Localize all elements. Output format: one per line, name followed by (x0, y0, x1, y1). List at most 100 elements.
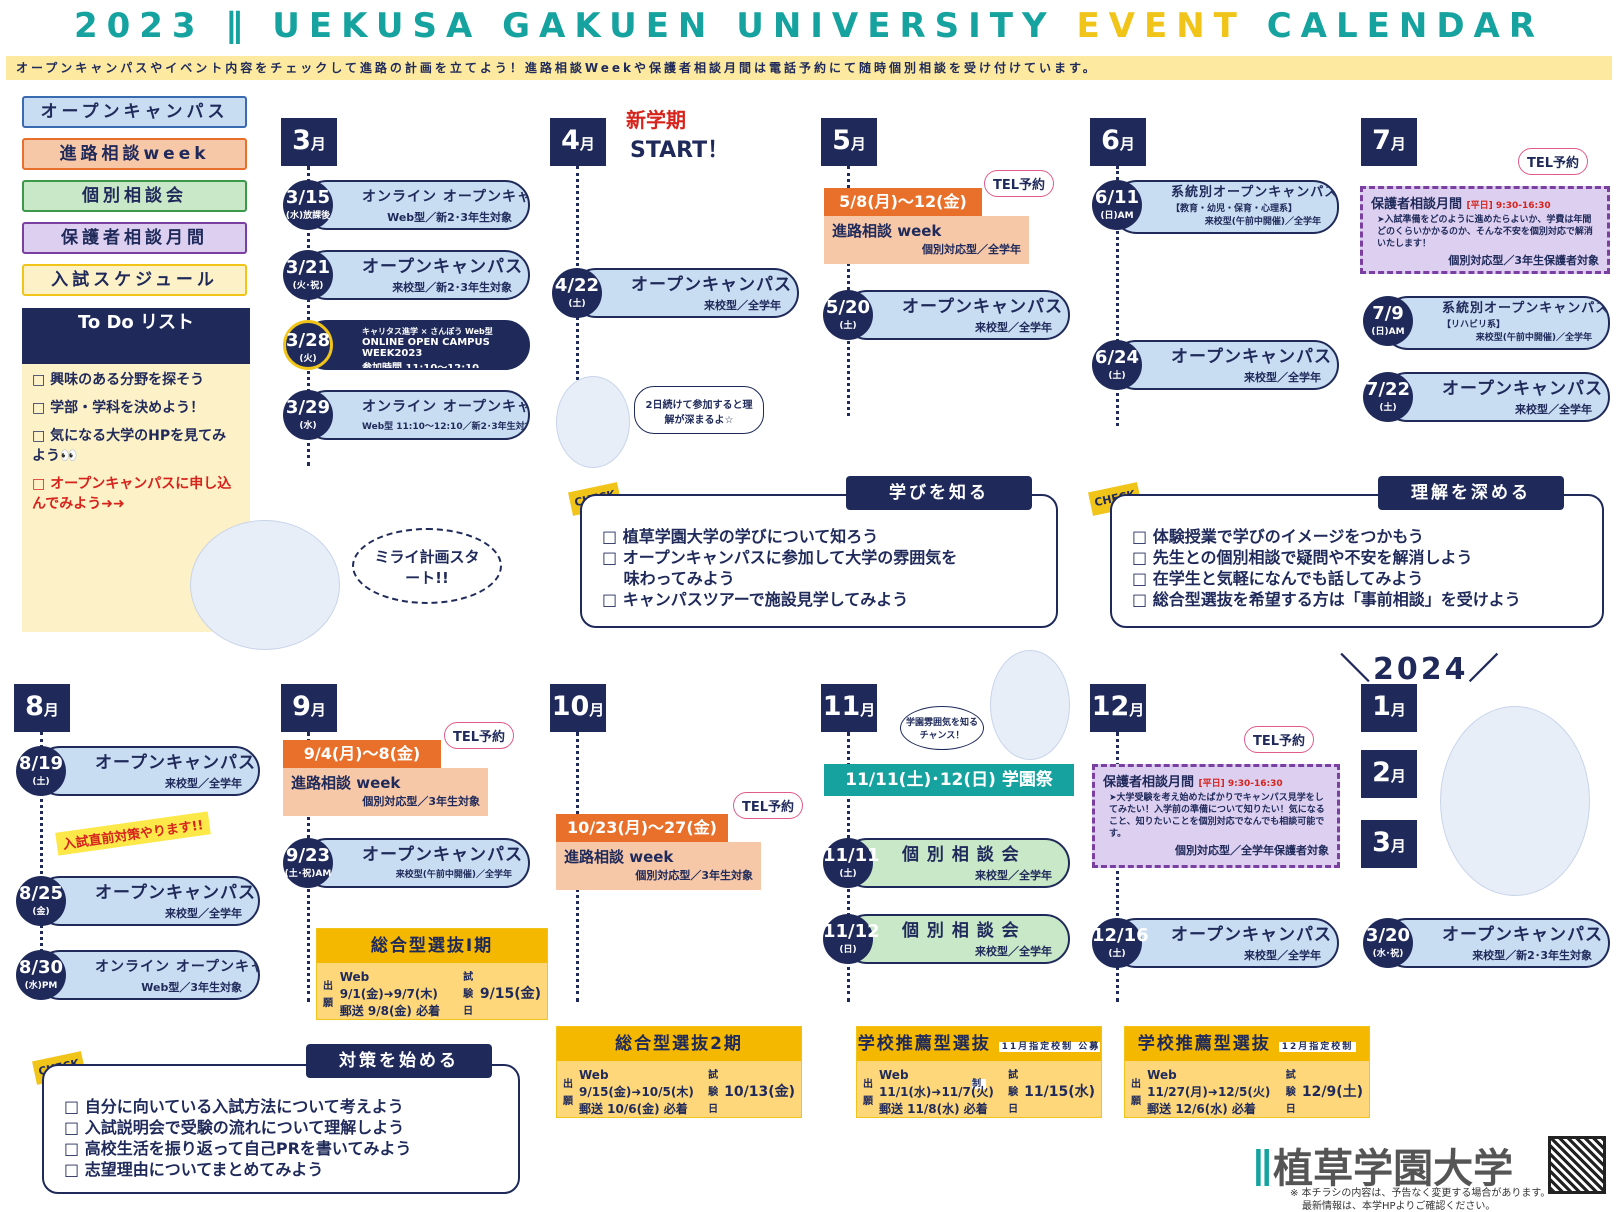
footer-note: 最新情報は、本学HPよりご確認ください。 (1302, 1201, 1496, 1212)
exam-box-ao1: 総合型選抜Ⅰ期 出願 Web 9/1(金)➜9/7(木)郵送 9/8(金) 必着… (316, 928, 548, 1020)
tel-reserve-badge: TEL予約 (984, 170, 1055, 197)
date-badge: 3/28(火) (283, 320, 333, 370)
month-tab-sep: 9月 (281, 684, 337, 732)
month-tab-dec: 12月 (1090, 684, 1146, 732)
todo-item: □ 学部・学科を決めよう！ (32, 400, 205, 416)
event-pill-open-campus: オンライン オープンキャンパスWeb型 11:10〜12:10／新2･3年生対象 (302, 390, 530, 440)
date-badge: 8/19(土) (16, 746, 66, 796)
legend-individual-consult: 個別相談会 (22, 180, 247, 212)
event-pill-individual-consult: 個 別 相 談 会来校型／全学年 (842, 838, 1070, 888)
todo-item-highlight: □ オープンキャンパスに申し込んでみよう➜➜ (32, 476, 232, 512)
event-pill-open-campus: オープンキャンパス来校型／全学年 (1111, 340, 1339, 390)
tel-reserve-badge: TEL予約 (444, 722, 515, 749)
timeline-mar (307, 166, 310, 466)
date-badge: 11/12(日) (823, 914, 880, 964)
parent-consult-box: 保護者相談月間 [平日] 9:30-16:30 ➤大学受験を考え始めたばかりでキ… (1092, 764, 1340, 868)
month-tab-oct: 10月 (550, 684, 606, 732)
title-calendar: CALENDAR (1266, 6, 1545, 46)
date-badge: 9/23(土･祝)AM (283, 838, 333, 888)
check-box-learn: □ 植草学園大学の学びについて知ろう□ オープンキャンパスに参加して大学の雰囲気… (580, 494, 1058, 628)
legend-exam-schedule: 入試スケジュール (22, 264, 247, 296)
qr-code-icon[interactable] (1548, 1136, 1606, 1194)
month-tab-aug: 8月 (14, 684, 70, 732)
month-tab-mar-2024: 3月 (1361, 820, 1417, 868)
career-week-date: 9/4(月)〜8(金) (283, 740, 441, 768)
date-badge: 4/22(土) (552, 268, 602, 318)
career-week-date: 10/23(月)〜27(金) (556, 814, 728, 842)
subtitle-bar: オープンキャンパスやイベント内容をチェックして進路の計画を立てよう！進路相談We… (6, 56, 1612, 80)
title-year: 2023 (73, 6, 205, 46)
legend-open-campus: オープンキャンパス (22, 96, 247, 128)
todo-list: □ 興味のある分野を探そう □ 学部・学科を決めよう！ □ 気になる大学のHPを… (22, 364, 250, 632)
chance-speech-bubble: 学園雰囲気を知るチャンス！ (900, 706, 984, 750)
month-tab-jun: 6月 (1090, 118, 1146, 166)
month-tab-jul: 7月 (1361, 118, 1417, 166)
check-box-understand: □ 体験授業で学びのイメージをつかもう□ 先生との個別相談で疑問や不安を解消しよ… (1110, 494, 1604, 628)
check-box-prepare-title: 対策を始める (306, 1044, 492, 1078)
check-box-prepare: □ 自分に向いている入試方法について考えよう□ 入試説明会で受験の流れについて理… (42, 1064, 520, 1194)
start-label: START！ (630, 138, 730, 163)
parent-consult-box: 保護者相談月間 [平日] 9:30-16:30 ➤入試準備をどのように進めたらよ… (1360, 186, 1610, 274)
date-badge: 3/20(水･祝) (1363, 918, 1413, 968)
month-tab-feb: 2月 (1361, 750, 1417, 798)
check-box-understand-title: 理解を深める (1378, 476, 1564, 510)
page-title: 2023 ∥ UEKUSA GAKUEN UNIVERSITY EVENT CA… (0, 6, 1618, 56)
event-pill-open-campus: オープンキャンパス来校型(午前中開催)／全学年 (302, 838, 530, 888)
event-pill-online-week: キャリタス進学 × さんぽう Web型 ONLINE OPEN CAMPUS W… (302, 320, 530, 370)
tel-reserve-badge: TEL予約 (1518, 148, 1589, 175)
mirai-speech-bubble: ミライ計画スタート!! (352, 528, 502, 604)
new-term-label: 新学期 (626, 108, 686, 132)
month-tab-jan: 1月 (1361, 684, 1417, 732)
timeline-jun (1116, 166, 1119, 426)
month-tab-nov: 11月 (821, 684, 877, 732)
date-badge: 3/15(水)放課後 (283, 180, 333, 230)
university-logo: ∥植草学園大学 (1252, 1145, 1514, 1192)
event-pill-individual-consult: 個 別 相 談 会来校型／全学年 (842, 914, 1070, 964)
footer-note: ※ 本チラシの内容は、予告なく変更する場合があります。 (1290, 1188, 1551, 1199)
todo-item: □ 興味のある分野を探そう (32, 372, 205, 388)
pre-exam-banner: 入試直前対策やります!! (55, 811, 211, 856)
students-illustration (190, 520, 340, 650)
todo-item: □ 気になる大学のHPを見てみよう👀 (32, 428, 227, 464)
tel-reserve-badge: TEL予約 (1244, 726, 1315, 753)
timeline-aug (40, 732, 43, 982)
month-tab-may: 5月 (821, 118, 877, 166)
event-pill-open-campus: オンライン オープンキャンパスWeb型／3年生対象 (35, 950, 260, 1000)
event-pill-open-campus: オンライン オープンキャンパスWeb型／新2･3年生対象 (302, 180, 530, 230)
event-pill-open-campus: オープンキャンパス来校型／全学年 (571, 268, 799, 318)
event-pill-open-campus: 系統別オープンキャンパス 【リハビリ系】 来校型(午前中開催)／全学年 (1382, 296, 1610, 350)
title-university: UEKUSA GAKUEN UNIVERSITY (272, 6, 1056, 46)
date-badge: 8/25(金) (16, 876, 66, 926)
logo-mark-icon: ∥ (225, 6, 252, 46)
title-event: EVENT (1076, 6, 1246, 46)
career-week-date: 5/8(月)〜12(金) (824, 188, 982, 216)
uniform-students-illustration (1440, 706, 1590, 896)
date-badge: 5/20(土) (823, 290, 873, 340)
check-box-learn-title: 学びを知る (846, 476, 1032, 510)
date-badge: 7/22(土) (1363, 372, 1413, 422)
date-badge: 11/11(土) (823, 838, 880, 888)
logo-mark-icon: ∥ (1252, 1145, 1274, 1192)
tip-speech-bubble: 2日続けて参加すると理解が深まるよ☆ (634, 386, 764, 434)
student-cheer-illustration (990, 650, 1070, 760)
exam-box-ao2: 総合型選抜2期 出願 Web 9/15(金)➜10/5(木)郵送 10/6(金)… (556, 1026, 802, 1118)
date-badge: 7/9(日)AM (1363, 296, 1413, 346)
todo-title: To Do リスト (22, 308, 250, 364)
event-pill-open-campus: オープンキャンパス来校型／全学年 (1382, 372, 1610, 422)
event-pill-open-campus: オープンキャンパス来校型／全学年 (842, 290, 1070, 340)
tel-reserve-badge: TEL予約 (733, 792, 804, 819)
date-badge: 3/29(水) (283, 390, 333, 440)
date-badge: 8/30(水)PM (16, 950, 66, 1000)
month-tab-apr: 4月 (550, 118, 606, 166)
event-pill-open-campus: オープンキャンパス来校型／全学年 (35, 746, 260, 796)
event-pill-open-campus: オープンキャンパス来校型／新2･3年生対象 (1382, 918, 1610, 968)
date-badge: 6/24(土) (1092, 340, 1142, 390)
legend-career-week: 進路相談week (22, 138, 247, 170)
school-festival-bar: 11/11(土)･12(日) 学園祭 (824, 764, 1074, 796)
date-badge: 12/16(土) (1092, 918, 1149, 968)
event-pill-open-campus: 系統別オープンキャンパス 【教育・幼児・保育・心理系】 来校型(午前中開催)／全… (1111, 180, 1339, 234)
date-badge: 6/11(日)AM (1092, 180, 1142, 230)
date-badge: 3/21(火･祝) (283, 250, 333, 300)
